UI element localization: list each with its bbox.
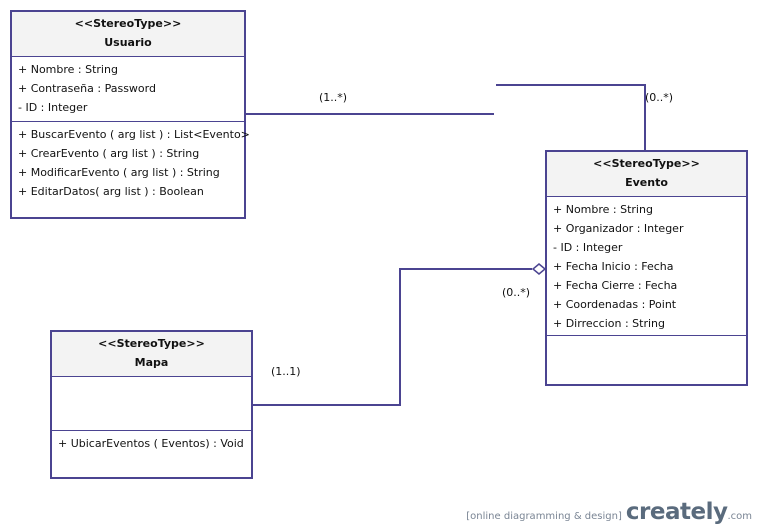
usuario-multiplicity: (1..*) bbox=[319, 91, 348, 104]
operation: + BuscarEvento ( arg list ) : List<Event… bbox=[18, 128, 250, 141]
creately-watermark: [online diagramming & design]creately.co… bbox=[466, 499, 752, 525]
attribute: - ID : Integer bbox=[18, 101, 88, 114]
watermark-suffix: .com bbox=[727, 511, 752, 522]
class-evento[interactable]: <<StereoType>> Evento + Nombre : String … bbox=[545, 150, 748, 386]
attribute: + Dirreccion : String bbox=[553, 317, 665, 330]
attribute: - ID : Integer bbox=[553, 241, 623, 254]
class-evento-operations bbox=[547, 336, 746, 339]
class-evento-header: <<StereoType>> Evento bbox=[547, 152, 746, 197]
class-usuario-name: Usuario bbox=[104, 36, 152, 49]
class-usuario-stereotype: <<StereoType>> bbox=[74, 17, 182, 30]
operation: + UbicarEventos ( Eventos) : Void bbox=[58, 437, 244, 450]
class-usuario[interactable]: <<StereoType>> Usuario + Nombre : String… bbox=[10, 10, 250, 219]
class-mapa[interactable]: <<StereoType>> Mapa + UbicarEventos ( Ev… bbox=[50, 330, 253, 479]
usuario-evento-association-link[interactable] bbox=[496, 84, 646, 151]
aggregation-diamond bbox=[531, 263, 547, 275]
class-mapa-name: Mapa bbox=[134, 356, 169, 369]
class-mapa-attributes bbox=[52, 377, 251, 431]
attribute: + Organizador : Integer bbox=[553, 222, 684, 235]
watermark-tagline: [online diagramming & design] bbox=[466, 511, 622, 522]
attribute: + Fecha Cierre : Fecha bbox=[553, 279, 678, 292]
watermark-logo: creately bbox=[625, 499, 728, 525]
class-mapa-operations: + UbicarEventos ( Eventos) : Void bbox=[52, 431, 251, 453]
class-evento-attributes: + Nombre : String + Organizador : Intege… bbox=[547, 197, 746, 336]
attribute: + Coordenadas : Point bbox=[553, 298, 677, 311]
mapa-evento-aggregation[interactable] bbox=[253, 268, 532, 406]
attribute: + Nombre : String bbox=[553, 203, 653, 216]
class-usuario-operations: + BuscarEvento ( arg list ) : List<Event… bbox=[12, 122, 250, 201]
operation: + CrearEvento ( arg list ) : String bbox=[18, 147, 200, 160]
class-evento-name: Evento bbox=[625, 176, 668, 189]
class-mapa-stereotype: <<StereoType>> bbox=[98, 337, 205, 350]
operation: + ModificarEvento ( arg list ) : String bbox=[18, 166, 220, 179]
class-usuario-attributes: + Nombre : String + Contraseña : Passwor… bbox=[12, 57, 244, 122]
attribute: + Nombre : String bbox=[18, 63, 118, 76]
attribute: + Fecha Inicio : Fecha bbox=[553, 260, 674, 273]
evento-multiplicity-usuario: (0..*) bbox=[645, 91, 674, 104]
class-mapa-header: <<StereoType>> Mapa bbox=[52, 332, 251, 377]
class-usuario-header: <<StereoType>> Usuario bbox=[12, 12, 244, 57]
attribute: + Contraseña : Password bbox=[18, 82, 156, 95]
mapa-multiplicity: (1..1) bbox=[271, 365, 301, 378]
operation: + EditarDatos( arg list ) : Boolean bbox=[18, 185, 204, 198]
class-evento-stereotype: <<StereoType>> bbox=[593, 157, 700, 170]
evento-multiplicity-mapa: (0..*) bbox=[502, 286, 531, 299]
